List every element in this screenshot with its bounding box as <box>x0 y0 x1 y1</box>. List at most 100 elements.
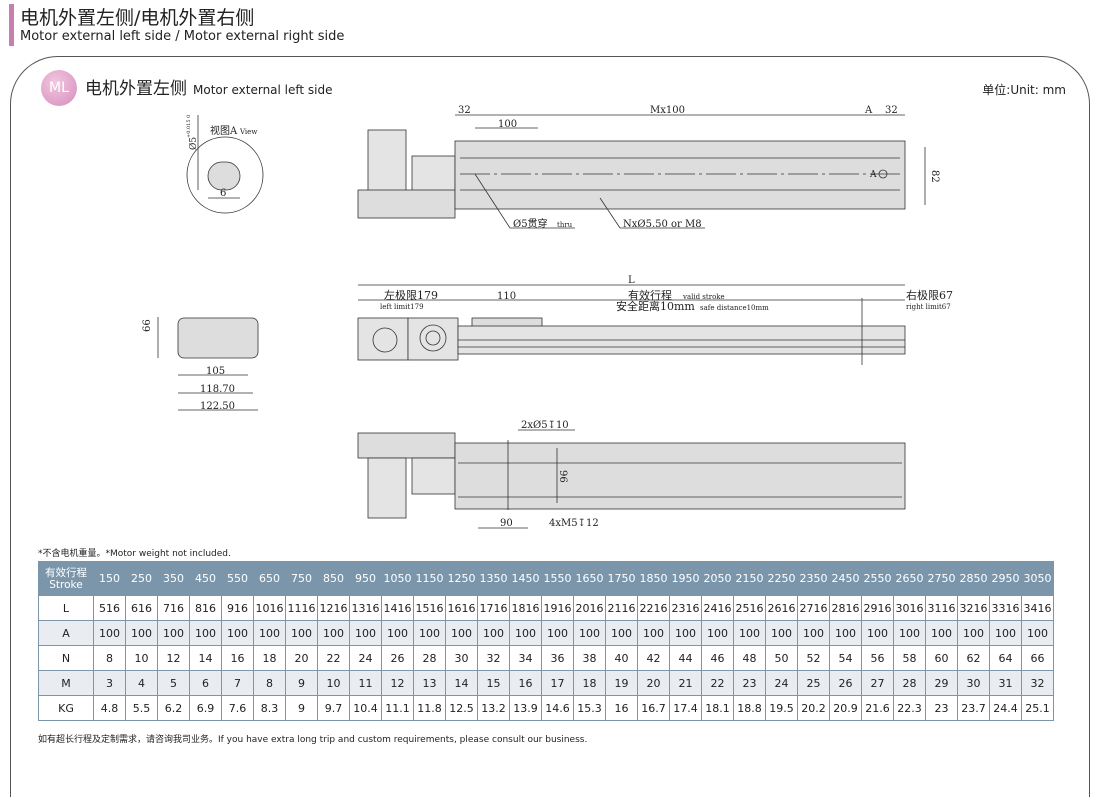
table-cell: 100 <box>573 620 606 646</box>
table-cell: 18 <box>573 670 606 696</box>
table-cell: 14 <box>445 670 478 696</box>
table-cell: 5 <box>157 670 190 696</box>
table-cell: 7.6 <box>221 695 254 721</box>
stroke-cell: 2150 <box>733 561 766 596</box>
table-cell: 62 <box>957 645 990 671</box>
table-cell: 100 <box>445 620 478 646</box>
table-cell: 5.5 <box>125 695 158 721</box>
table-cell: 2516 <box>733 595 766 621</box>
dim-mx100: Mx100 <box>650 105 685 116</box>
stroke-cell: 2450 <box>829 561 862 596</box>
table-cell: 9 <box>285 695 318 721</box>
title-accent-bar <box>9 4 14 46</box>
table-cell: 14 <box>189 645 222 671</box>
stroke-cell: 2050 <box>701 561 734 596</box>
table-cell: 24 <box>765 670 798 696</box>
table-cell: 40 <box>605 645 638 671</box>
table-cell: 28 <box>413 645 446 671</box>
table-cell: 6 <box>189 670 222 696</box>
left-limit-label-en: left limit179 <box>380 303 424 311</box>
dim-a: A <box>864 105 873 116</box>
dim-105: 105 <box>206 366 225 377</box>
pins-label: 2xØ5↧10 <box>521 420 569 431</box>
table-cell: 18.1 <box>701 695 734 721</box>
dim-90: 90 <box>500 518 513 529</box>
table-cell: 50 <box>765 645 798 671</box>
table-cell: 20.2 <box>797 695 830 721</box>
table-cell: 46 <box>701 645 734 671</box>
table-cell: 6.9 <box>189 695 222 721</box>
table-cell: 13 <box>413 670 446 696</box>
stroke-cell: 1650 <box>573 561 606 596</box>
table-cell: 1316 <box>349 595 382 621</box>
table-cell: 100 <box>605 620 638 646</box>
table-cell: 15 <box>477 670 510 696</box>
table-cell: 1516 <box>413 595 446 621</box>
stroke-cell: 2950 <box>989 561 1022 596</box>
section-title-en: Motor external left side <box>193 83 333 97</box>
table-cell: 100 <box>221 620 254 646</box>
table-cell: 56 <box>861 645 894 671</box>
mount-holes-label: NxØ5.50 or M8 <box>623 219 702 230</box>
view-a-marker: A <box>869 170 877 180</box>
stroke-cell: 1750 <box>605 561 638 596</box>
right-limit-label: 右极限67 <box>906 288 953 302</box>
table-cell: 816 <box>189 595 222 621</box>
table-cell: 100 <box>477 620 510 646</box>
table-cell: 100 <box>509 620 542 646</box>
table-cell: 100 <box>317 620 350 646</box>
stroke-cell: 1850 <box>637 561 670 596</box>
table-cell: 100 <box>829 620 862 646</box>
stroke-cell: 2850 <box>957 561 990 596</box>
table-cell: 100 <box>861 620 894 646</box>
table-cell: 10.4 <box>349 695 382 721</box>
table-cell: 27 <box>861 670 894 696</box>
table-cell: 10 <box>317 670 350 696</box>
stroke-cell: 350 <box>157 561 190 596</box>
table-cell: 12 <box>157 645 190 671</box>
table-cell: 6.2 <box>157 695 190 721</box>
table-cell: 54 <box>829 645 862 671</box>
table-cell: 100 <box>125 620 158 646</box>
table-cell: 34 <box>509 645 542 671</box>
technical-drawing: 视图A View 6 Ø5 +0.015 0 32 Mx100 A 32 100… <box>142 105 953 529</box>
table-cell: 2316 <box>669 595 702 621</box>
table-cell: 1116 <box>285 595 318 621</box>
table-cell: 9 <box>285 670 318 696</box>
table-cell: 100 <box>349 620 382 646</box>
table-cell: 58 <box>893 645 926 671</box>
table-cell: 19 <box>605 670 638 696</box>
table-cell: 100 <box>93 620 126 646</box>
stroke-cell: 1950 <box>669 561 702 596</box>
table-cell: 1016 <box>253 595 286 621</box>
safe-distance-label-en: safe distance10mm <box>700 304 769 312</box>
table-cell: 100 <box>669 620 702 646</box>
table-cell: 38 <box>573 645 606 671</box>
stroke-cell: 1450 <box>509 561 542 596</box>
row-label: N <box>38 645 94 671</box>
table-cell: 24 <box>349 645 382 671</box>
table-cell: 12 <box>381 670 414 696</box>
table-cell: 3 <box>93 670 126 696</box>
table-cell: 2916 <box>861 595 894 621</box>
table-cell: 2016 <box>573 595 606 621</box>
table-cell: 1816 <box>509 595 542 621</box>
table-cell: 11.8 <box>413 695 446 721</box>
stroke-cell: 2750 <box>925 561 958 596</box>
stroke-cell: 2550 <box>861 561 894 596</box>
stroke-cell: 1550 <box>541 561 574 596</box>
stroke-label-en: valid stroke <box>682 293 725 301</box>
dim-32-right: 32 <box>885 105 898 116</box>
table-cell: 100 <box>285 620 318 646</box>
table-cell: 100 <box>157 620 190 646</box>
table-cell: 2616 <box>765 595 798 621</box>
stroke-cell: 450 <box>189 561 222 596</box>
view-a-width: 6 <box>220 188 226 199</box>
table-cell: 19.5 <box>765 695 798 721</box>
table-cell: 100 <box>413 620 446 646</box>
table-cell: 8 <box>253 670 286 696</box>
table-cell: 9.7 <box>317 695 350 721</box>
right-limit-label-en: right limit67 <box>906 303 951 311</box>
